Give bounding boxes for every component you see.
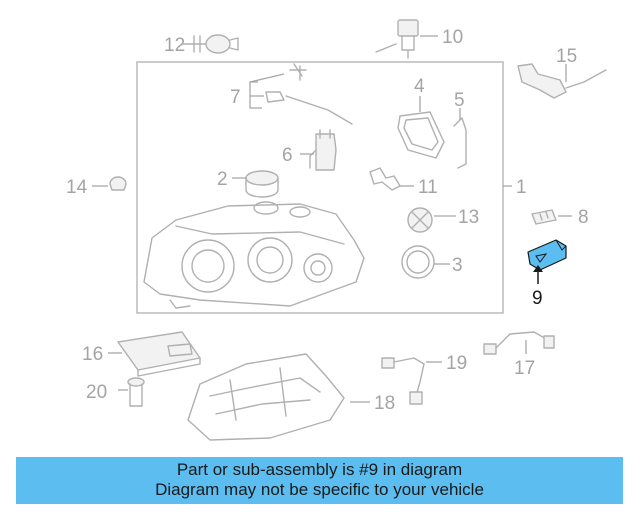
callout-13: 13 (458, 207, 479, 228)
callout-15: 15 (556, 46, 577, 67)
part-19-harness[interactable]: 19 (381, 353, 467, 405)
part-20-bolt[interactable]: 20 (86, 377, 145, 407)
callout-18: 18 (374, 393, 395, 414)
callout-8: 8 (578, 207, 589, 228)
part-8-bulb[interactable]: 8 (531, 207, 589, 228)
callout-12: 12 (164, 35, 185, 56)
footer-line-2: Diagram may not be specific to your vehi… (155, 480, 484, 499)
assembly-frame (136, 61, 504, 314)
footer-line-1: Part or sub-assembly is #9 in diagram (176, 460, 463, 479)
callout-16: 16 (82, 344, 103, 365)
callout-10: 10 (442, 27, 463, 48)
part-11-clip[interactable]: 11 (369, 167, 438, 198)
part-7-adjuster[interactable]: 7 (230, 63, 353, 125)
part-13-socket[interactable]: 13 (407, 207, 479, 233)
callout-2: 2 (217, 169, 228, 190)
callout-11: 11 (418, 177, 438, 198)
callout-19: 19 (446, 353, 467, 374)
callout-1: 1 (516, 177, 527, 198)
callout-14: 14 (66, 177, 88, 198)
part-9-bulb-highlighted[interactable]: 9 (527, 239, 567, 309)
part-14-plug[interactable]: 14 (66, 176, 127, 198)
callout-7: 7 (230, 87, 241, 108)
part-10-xenon-bulb[interactable]: 10 (375, 19, 463, 59)
part-15-level-sensor[interactable]: 15 (517, 46, 607, 99)
callout-17: 17 (514, 358, 535, 379)
footer-banner: Part or sub-assembly is #9 in diagram Di… (16, 457, 623, 504)
callout-6: 6 (282, 145, 293, 166)
callout-3: 3 (452, 255, 463, 276)
part-2-cap[interactable]: 2 (217, 169, 279, 198)
part-12-bulb[interactable]: 12 (164, 34, 239, 56)
part-16-control-unit[interactable]: 16 (82, 331, 201, 377)
part-17-harness[interactable]: 17 (483, 331, 555, 379)
callout-9: 9 (532, 288, 543, 309)
callout-4: 4 (414, 76, 425, 97)
callout-5: 5 (454, 90, 465, 111)
part-5-bracket[interactable]: 5 (453, 90, 467, 169)
part-4-cover[interactable]: 4 (397, 76, 445, 159)
part-18-mount[interactable]: 18 (187, 353, 395, 441)
headlamp-housing[interactable] (143, 201, 365, 309)
part-3-ring[interactable]: 3 (401, 245, 463, 279)
part-6-module[interactable]: 6 (282, 129, 337, 171)
part-1-lead[interactable]: 1 (503, 177, 527, 198)
callout-20: 20 (86, 382, 107, 403)
